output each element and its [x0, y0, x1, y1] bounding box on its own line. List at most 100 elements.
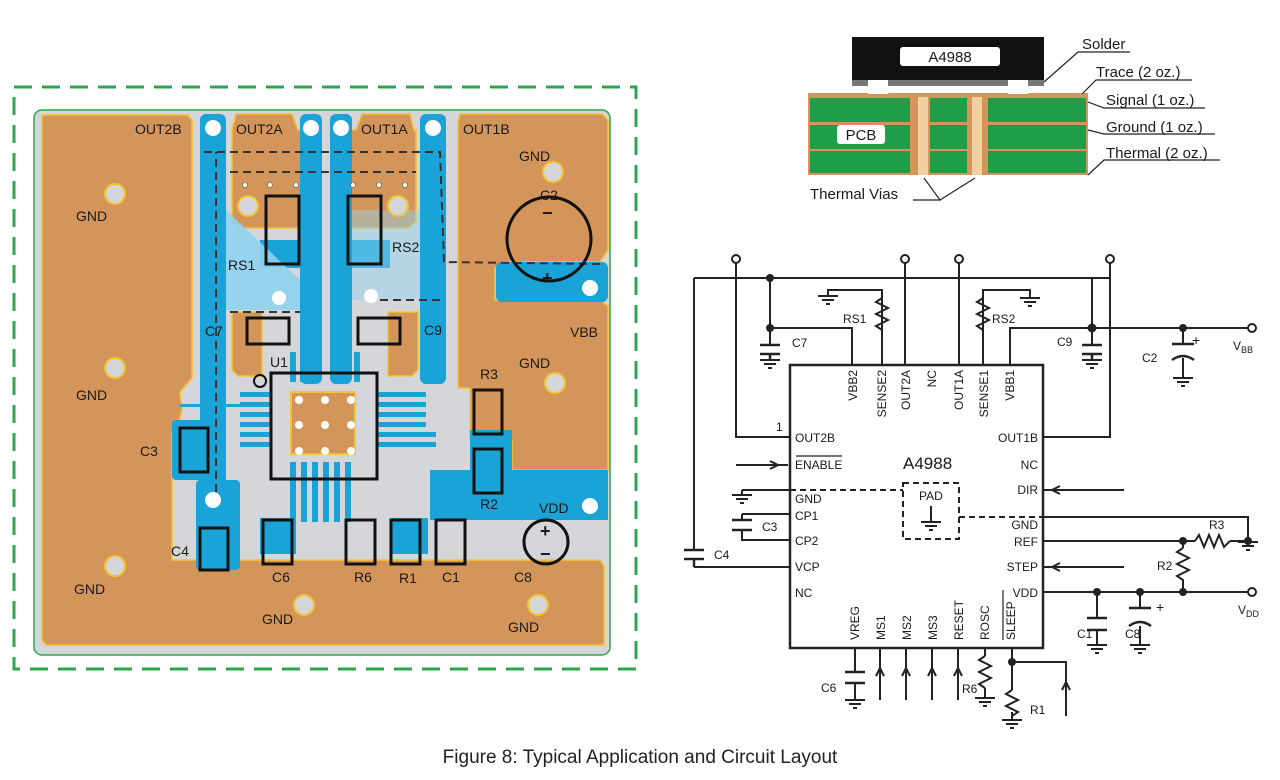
pcb-cross-section: A4988 PCB Solder Trace (2 oz.) Signal (1…: [808, 36, 1220, 203]
bottom-pin-5: ROSC: [978, 605, 992, 640]
label-vdd: VDD: [539, 500, 569, 516]
r6-footprint: [344, 518, 377, 566]
rs1-symbol: [873, 297, 891, 340]
thermal-pad: [902, 482, 960, 540]
right-pin-3: GND: [1011, 518, 1038, 532]
sch-label-r6: R6: [962, 682, 978, 696]
label-gnd-1: GND: [519, 148, 550, 164]
sch-label-c6: C6: [821, 681, 837, 695]
right-pin-4: REF: [1014, 535, 1038, 549]
layer-thermal: Thermal (2 oz.): [1106, 145, 1208, 162]
right-pin-0: OUT1B: [998, 431, 1038, 445]
label-gnd-5: GND: [262, 611, 293, 627]
pcb-label: PCB: [846, 127, 877, 144]
label-gnd-3: GND: [76, 387, 107, 403]
label-c3: C3: [140, 443, 158, 459]
label-r3: R3: [480, 366, 498, 382]
layer-ground: Ground (1 oz.): [1106, 119, 1203, 136]
r3-footprint: [472, 388, 504, 436]
bottom-pin-2: MS2: [900, 615, 914, 640]
left-pin-1: ENABLE: [795, 458, 842, 472]
c4-symbol: [684, 548, 704, 561]
figure-caption: Figure 8: Typical Application and Circui…: [442, 747, 838, 768]
r6-symbol: [976, 655, 994, 689]
c7-symbol: [760, 343, 780, 356]
c6-symbol: [845, 670, 865, 685]
bottom-pin-4: RESET: [952, 599, 966, 640]
bottom-pin-1: MS1: [874, 615, 888, 640]
rs2-symbol: [974, 297, 992, 340]
pcb-layout: OUT2B OUT2A OUT1A OUT1B GND GND GND GND …: [12, 85, 638, 671]
sch-label-c2: C2: [1142, 351, 1158, 365]
c2-plus: +: [1192, 332, 1200, 348]
label-c2: C2: [540, 187, 558, 203]
c1-symbol: [1087, 616, 1107, 632]
sch-label-r1: R1: [1030, 703, 1046, 717]
terminals: [731, 254, 1257, 597]
label-c9: C9: [424, 322, 442, 338]
left-pin-2: GND: [795, 492, 822, 506]
right-pin-6: VDD: [1013, 586, 1039, 600]
label-c4: C4: [171, 543, 189, 559]
top-pin-6: VBB1: [1003, 370, 1017, 401]
left-pin-4: CP2: [795, 534, 819, 548]
label-c6: C6: [272, 569, 290, 585]
c9-footprint: [356, 316, 402, 346]
top-pin-3: NC: [925, 370, 939, 388]
schematic: [684, 262, 1249, 720]
label-c1: C1: [442, 569, 460, 585]
vbb-label: VBB: [1233, 339, 1253, 355]
label-gnd-6: GND: [508, 619, 539, 635]
c3-footprint: [178, 426, 210, 474]
label-c7: C7: [205, 323, 223, 339]
vdd-label: VDD: [1238, 603, 1260, 619]
r2-footprint: [472, 447, 504, 495]
c3-symbol: [732, 518, 752, 532]
r2-symbol: [1174, 547, 1192, 584]
right-pin-5: STEP: [1007, 560, 1038, 574]
r3-symbol: [1194, 532, 1231, 550]
c7-footprint: [245, 316, 291, 346]
sch-label-c3: C3: [762, 520, 778, 534]
pad-label: PAD: [919, 489, 943, 503]
r1-symbol: [1003, 689, 1021, 717]
sch-label-c9: C9: [1057, 335, 1073, 349]
label-gnd-7: GND: [519, 355, 550, 371]
c8-symbol: [1128, 606, 1152, 628]
right-pin-2: DIR: [1017, 483, 1038, 497]
bottom-pin-0: VREG: [848, 606, 862, 640]
c2-footprint: [505, 195, 593, 283]
sch-label-r3: R3: [1209, 518, 1225, 532]
c8-footprint: [522, 518, 570, 566]
junctions: [766, 274, 1252, 666]
bottom-pin-3: MS3: [926, 615, 940, 640]
layer-signal: Signal (1 oz.): [1106, 92, 1194, 109]
top-pin-5: SENSE1: [977, 370, 991, 418]
label-out2a: OUT2A: [236, 121, 283, 137]
label-r6: R6: [354, 569, 372, 585]
left-pin-5: VCP: [795, 560, 820, 574]
left-pin-3: CP1: [795, 509, 819, 523]
c8-minus-sign: −: [540, 544, 551, 564]
sch-label-r2: R2: [1157, 559, 1173, 573]
right-pin-1: NC: [1021, 458, 1039, 472]
label-r2: R2: [480, 496, 498, 512]
ic-body: [788, 363, 1045, 650]
label-out2b: OUT2B: [135, 121, 182, 137]
ic-name: A4988: [903, 454, 952, 473]
c2-plus-sign: +: [542, 268, 553, 288]
pin1-marker: 1: [776, 420, 783, 434]
c2-minus-sign: −: [542, 203, 553, 223]
label-out1a: OUT1A: [361, 121, 408, 137]
label-gnd-2: GND: [76, 208, 107, 224]
label-r1: R1: [399, 570, 417, 586]
top-pin-2: OUT2A: [899, 370, 913, 410]
left-pin-0: OUT2B: [795, 431, 835, 445]
top-pin-1: SENSE2: [875, 370, 889, 418]
chip-label: A4988: [928, 49, 971, 66]
rs2-footprint: [346, 194, 383, 266]
keepout-outline: [12, 85, 638, 671]
c8-plus-sign: +: [540, 521, 551, 541]
sch-label-rs1: RS1: [843, 312, 867, 326]
label-out1b: OUT1B: [463, 121, 510, 137]
